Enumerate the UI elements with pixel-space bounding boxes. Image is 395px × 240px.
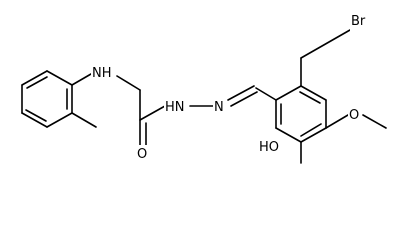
bond-co-nh bbox=[139, 105, 166, 121]
bromine-label: Br bbox=[351, 14, 366, 29]
hydroxyl-label: HO bbox=[259, 140, 279, 155]
methoxy-oxygen-label: O bbox=[349, 108, 359, 123]
imine-n-label: N bbox=[214, 100, 224, 115]
bond bbox=[275, 85, 302, 101]
hydrazide-nh-label: HN bbox=[165, 100, 185, 115]
bond bbox=[275, 127, 302, 143]
double-bond-inner bbox=[300, 123, 322, 137]
bond-br bbox=[300, 29, 351, 59]
hydroxyl-label-bg bbox=[258, 137, 282, 156]
double-bond-inner bbox=[299, 91, 321, 104]
amine-label: NH bbox=[92, 66, 112, 81]
bond-o-methyl bbox=[362, 114, 387, 129]
imine-label-bg bbox=[213, 97, 227, 116]
bond-nh-ch2 bbox=[116, 75, 141, 91]
bond bbox=[300, 127, 327, 143]
tolyl-ring bbox=[21, 70, 97, 128]
bromine-label-bg bbox=[350, 12, 370, 31]
carbonyl-oxygen-label: O bbox=[137, 147, 147, 162]
bond bbox=[46, 112, 73, 128]
bond-ring-o bbox=[325, 114, 349, 129]
methoxy-oxygen-bg bbox=[348, 105, 362, 124]
imine-double-bond bbox=[227, 85, 255, 101]
methyl-bond bbox=[71, 112, 97, 128]
molecular-structure: NH O HN N Br HO bbox=[21, 12, 387, 164]
amine-label-bg bbox=[91, 63, 116, 82]
imine-double-bond-2 bbox=[230, 91, 258, 107]
double-bond-inner bbox=[26, 76, 48, 89]
bond-ch-ring bbox=[255, 87, 277, 101]
double-bond-inner bbox=[25, 109, 47, 122]
bond-ring-nh bbox=[71, 73, 92, 86]
bond bbox=[300, 85, 327, 101]
bond bbox=[46, 70, 73, 86]
carbonyl-oxygen-bg bbox=[135, 145, 150, 163]
phenyl-ring-right bbox=[275, 85, 327, 143]
bond bbox=[21, 112, 48, 128]
bond bbox=[21, 70, 48, 86]
hydrazide-label-bg bbox=[164, 97, 189, 116]
